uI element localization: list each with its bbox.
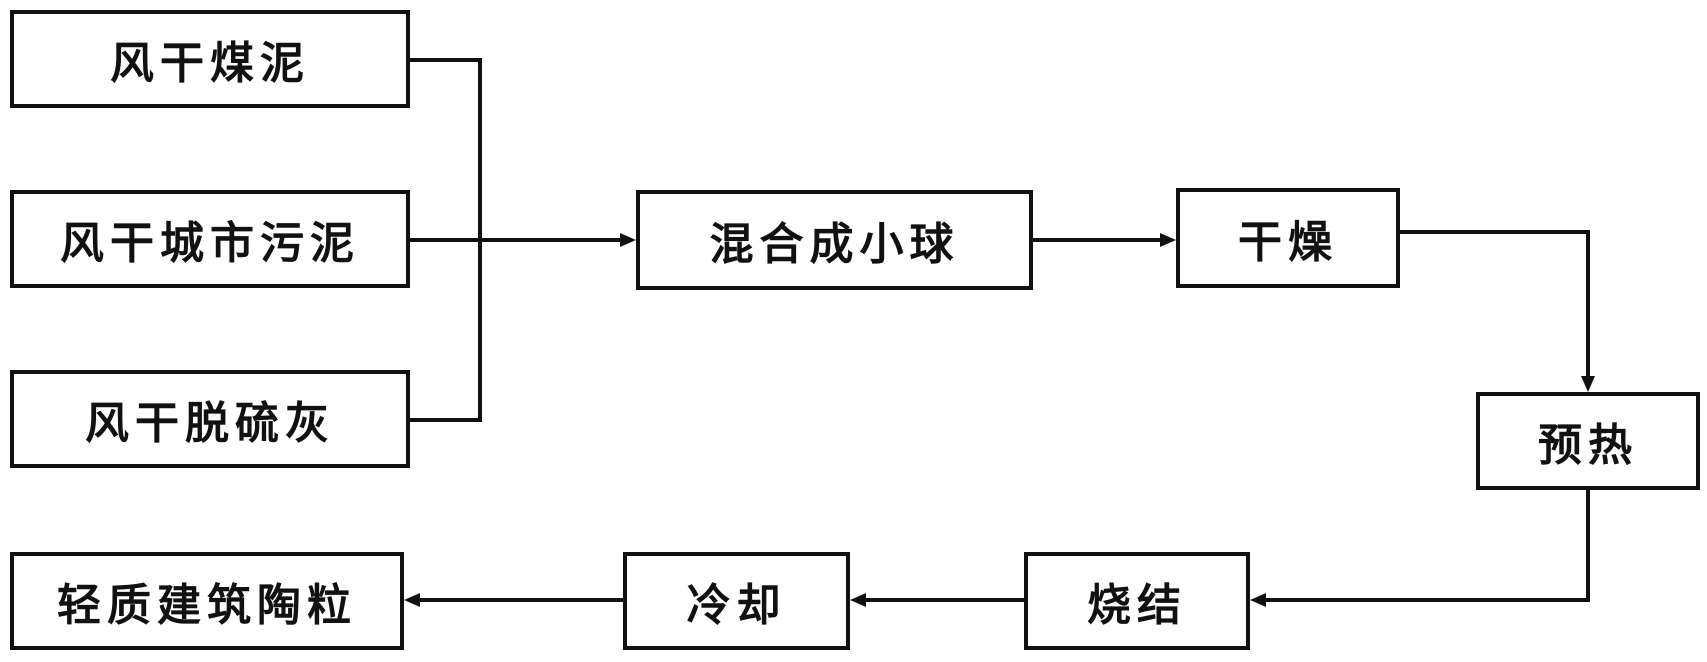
node-drying: 干燥 [1176,188,1400,288]
node-sintering: 烧结 [1024,552,1250,650]
edge-preheating-to-sintering [1262,490,1590,602]
arrowhead-preheating [1581,376,1595,392]
node-mix-pellets: 混合成小球 [636,190,1033,290]
node-cooling: 冷却 [623,552,850,650]
node-product: 轻质建筑陶粒 [10,552,404,650]
node-preheating: 预热 [1476,392,1700,490]
arrowhead-drying [1160,233,1176,247]
node-coal-sludge: 风干煤泥 [10,10,410,108]
arrowhead-product [404,593,420,607]
edge-drying-to-preheating [1400,230,1590,380]
node-city-sludge: 风干城市污泥 [10,190,410,288]
arrowhead-mix [620,233,636,247]
arrowhead-sintering [1250,593,1266,607]
arrowhead-cooling [850,593,866,607]
node-desulfurization-ash: 风干脱硫灰 [10,370,410,468]
